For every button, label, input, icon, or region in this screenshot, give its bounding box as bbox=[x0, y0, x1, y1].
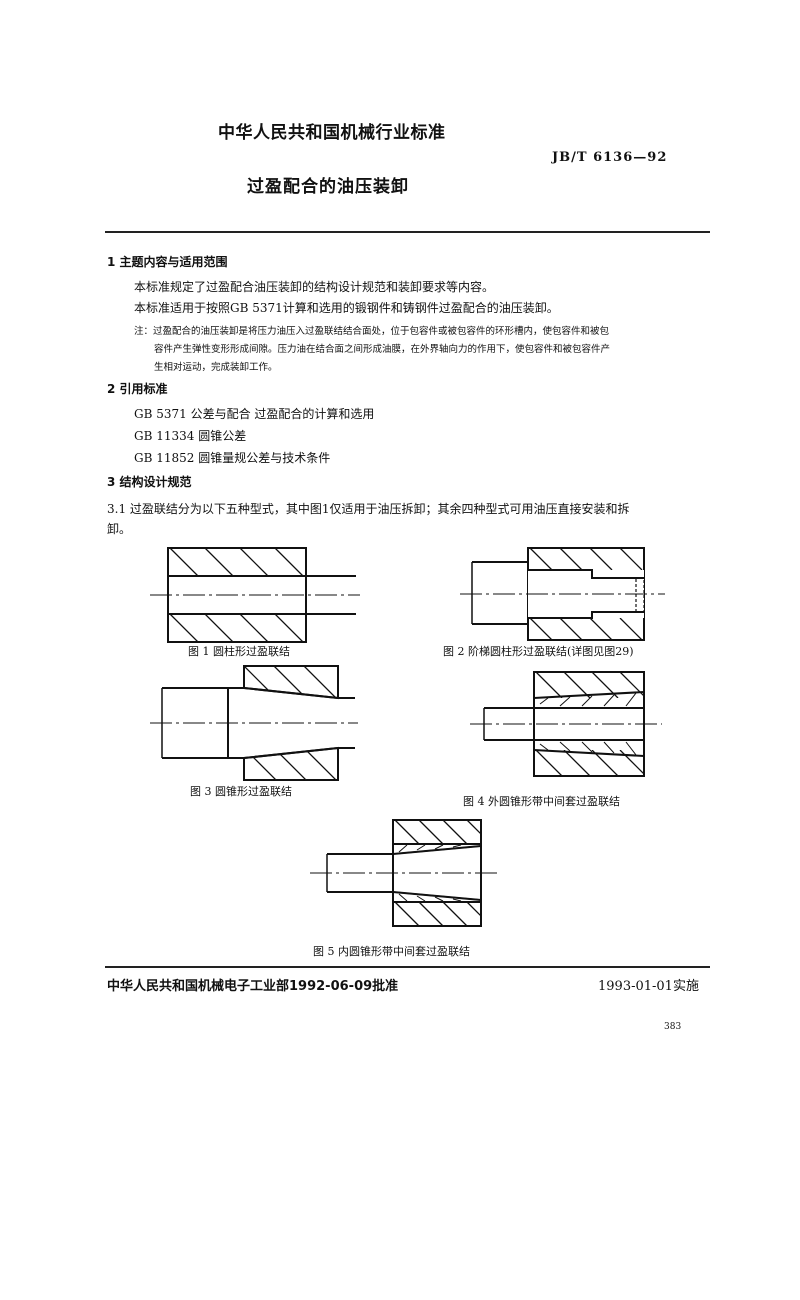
figure-1-diagram bbox=[150, 547, 360, 643]
section-1-paragraph-2: 本标准适用于按照GB 5371计算和选用的锻钢件和铸钢件过盈配合的油压装卸。 bbox=[134, 301, 559, 315]
figure-5-caption: 图 5 内圆锥形带中间套过盈联结 bbox=[313, 945, 470, 958]
footer-divider bbox=[105, 966, 710, 968]
figure-5-diagram bbox=[310, 819, 501, 927]
reference-item: GB 11852 圆锥量规公差与技术条件 bbox=[134, 451, 331, 465]
figure-2-diagram bbox=[460, 547, 665, 641]
clause-3-1-line-2: 卸。 bbox=[107, 522, 132, 536]
note-line-2: 容件产生弹性变形形成间隙。压力油在结合面之间形成油膜，在外界轴向力的作用下，使包… bbox=[154, 344, 611, 355]
figure-4-caption: 图 4 外圆锥形带中间套过盈联结 bbox=[463, 795, 620, 808]
section-1-heading: 1 主题内容与适用范围 bbox=[107, 255, 228, 269]
section-3-heading: 3 结构设计规范 bbox=[107, 475, 192, 489]
reference-item: GB 5371 公差与配合 过盈配合的计算和选用 bbox=[134, 407, 375, 421]
figure-3-diagram bbox=[150, 665, 358, 781]
clause-3-1-line-1: 3.1 过盈联结分为以下五种型式，其中图1仅适用于油压拆卸；其余四种型式可用油压… bbox=[107, 502, 630, 516]
note-line-1: 注：过盈配合的油压装卸是将压力油压入过盈联结结合面处，位于包容件或被包容件的环形… bbox=[134, 326, 610, 337]
effective-date: 1993-01-01实施 bbox=[598, 979, 699, 994]
figure-3-caption: 图 3 圆锥形过盈联结 bbox=[190, 785, 292, 798]
standard-header: 中华人民共和国机械行业标准 bbox=[218, 123, 446, 143]
figure-1-caption: 图 1 圆柱形过盈联结 bbox=[188, 645, 290, 658]
document-title: 过盈配合的油压装卸 bbox=[247, 177, 409, 197]
section-1-paragraph-1: 本标准规定了过盈配合油压装卸的结构设计规范和装卸要求等内容。 bbox=[134, 280, 495, 294]
document-number: JB/T 6136—92 bbox=[552, 150, 668, 165]
page-number: 383 bbox=[664, 1022, 682, 1032]
figure-2-caption: 图 2 阶梯圆柱形过盈联结(详图见图29) bbox=[443, 645, 634, 658]
note-line-3: 生相对运动，完成装卸工作。 bbox=[154, 362, 278, 373]
section-2-heading: 2 引用标准 bbox=[107, 382, 168, 396]
header-divider bbox=[105, 231, 710, 233]
figure-4-diagram bbox=[470, 671, 662, 777]
approval-statement: 中华人民共和国机械电子工业部1992-06-09批准 bbox=[107, 979, 399, 994]
reference-item: GB 11334 圆锥公差 bbox=[134, 429, 247, 443]
